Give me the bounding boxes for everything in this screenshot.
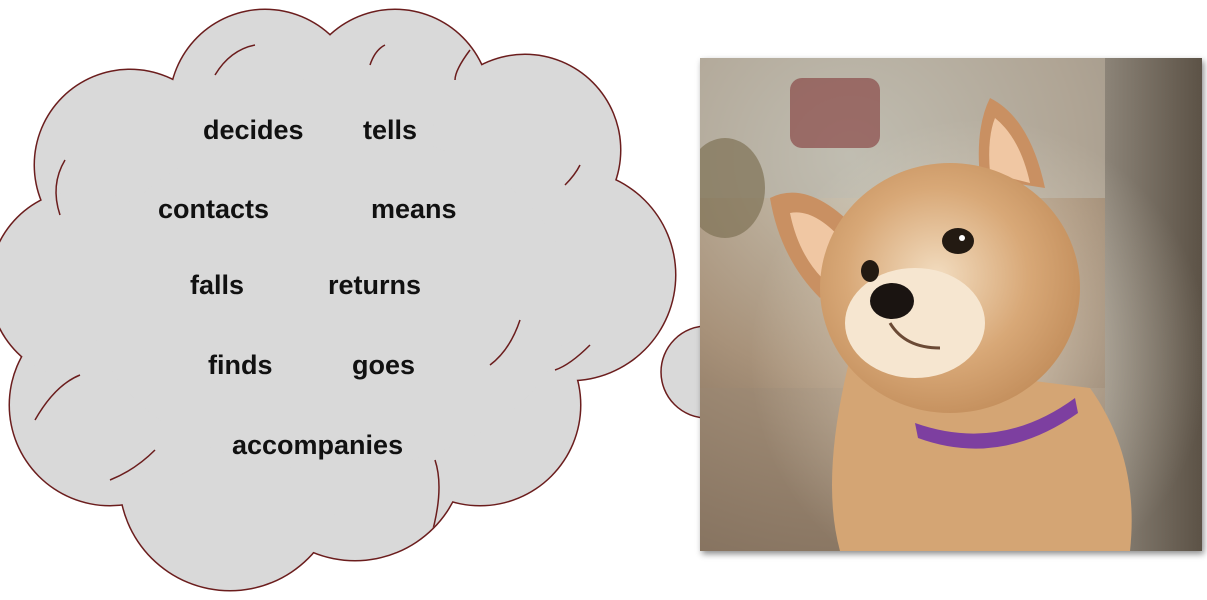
thought-cloud xyxy=(0,8,700,592)
cloud-word-means: means xyxy=(371,194,457,224)
cloud-word-goes: goes xyxy=(352,350,416,380)
cloud-word-accompanies: accompanies xyxy=(232,430,404,460)
cloud-word-falls: falls xyxy=(190,270,245,300)
cloud-word-finds: finds xyxy=(208,350,273,380)
cloud-word-contacts: contacts xyxy=(158,194,270,224)
cloud-word-tells: tells xyxy=(363,115,418,145)
puppy-photo xyxy=(700,58,1202,551)
cloud-word-returns: returns xyxy=(328,270,422,300)
thought-bubble-large xyxy=(660,325,700,419)
cloud-word-decides: decides xyxy=(203,115,304,145)
